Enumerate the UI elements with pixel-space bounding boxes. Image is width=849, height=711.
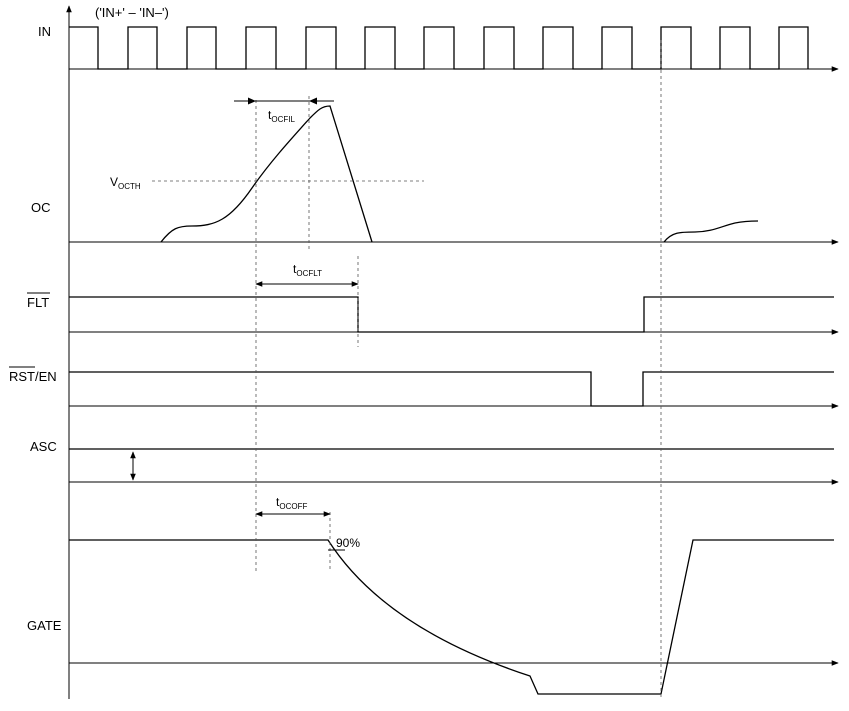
ninety-percent-label: 90% xyxy=(336,536,360,550)
rst-en-label: RST/EN xyxy=(9,369,57,384)
vocth-main: V xyxy=(110,175,118,189)
vocth-label: VOCTH xyxy=(110,175,141,191)
tocfil-right-arrowhead xyxy=(309,97,317,105)
in-note-label: ('IN+' – 'IN–') xyxy=(95,5,169,20)
rst-en-waveform xyxy=(69,371,834,407)
oc-waveform-recovery xyxy=(663,220,759,243)
tocfil-main: t xyxy=(268,108,272,122)
tocoff-main: t xyxy=(276,495,280,509)
tocflt-sub: OCFLT xyxy=(296,269,322,278)
vocth-sub: OCTH xyxy=(118,182,141,191)
in-waveform xyxy=(69,26,809,70)
gate-waveform xyxy=(69,539,834,695)
rst-text: RST xyxy=(9,369,35,384)
tocfil-label: tOCFIL xyxy=(268,108,295,124)
oc-label: OC xyxy=(31,200,51,215)
flt-label: FLT xyxy=(27,295,49,310)
tocflt-label: tOCFLT xyxy=(293,262,322,278)
tocoff-sub: OCOFF xyxy=(279,502,307,511)
asc-label: ASC xyxy=(30,439,57,454)
tocflt-main: t xyxy=(293,262,297,276)
gate-label: GATE xyxy=(27,618,62,633)
in-label: IN xyxy=(38,24,51,39)
tocoff-label: tOCOFF xyxy=(276,495,307,511)
tocfil-left-arrowhead xyxy=(248,97,256,105)
tocfil-sub: OCFIL xyxy=(271,115,295,124)
oc-waveform xyxy=(160,105,373,243)
en-text: /EN xyxy=(35,369,57,384)
flt-waveform xyxy=(69,296,834,333)
